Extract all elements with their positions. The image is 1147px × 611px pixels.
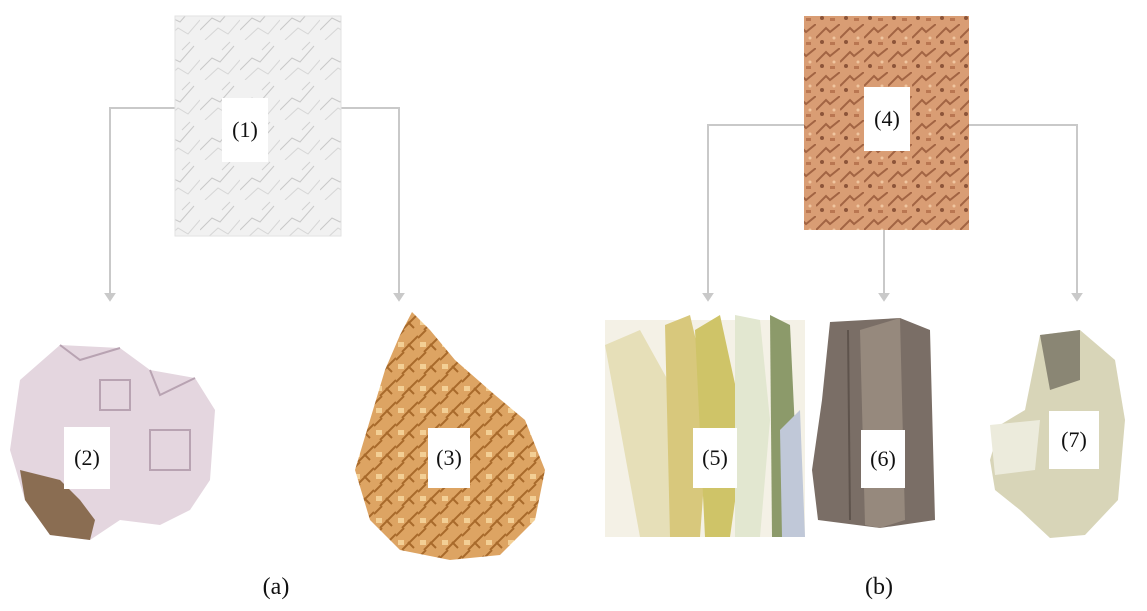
smoky-crystal-image — [812, 318, 935, 528]
quartz-crystals-image — [605, 315, 805, 537]
caption-b: (b) — [865, 574, 893, 601]
label-6: (6) — [861, 430, 905, 488]
label-3: (3) — [428, 428, 470, 488]
label-2: (2) — [64, 427, 110, 489]
pink-mineral-image — [10, 345, 215, 540]
label-5: (5) — [693, 428, 737, 488]
caption-a: (a) — [263, 574, 290, 601]
label-1: (1) — [222, 98, 268, 162]
label-4: (4) — [864, 87, 910, 151]
label-7: (7) — [1049, 411, 1099, 469]
